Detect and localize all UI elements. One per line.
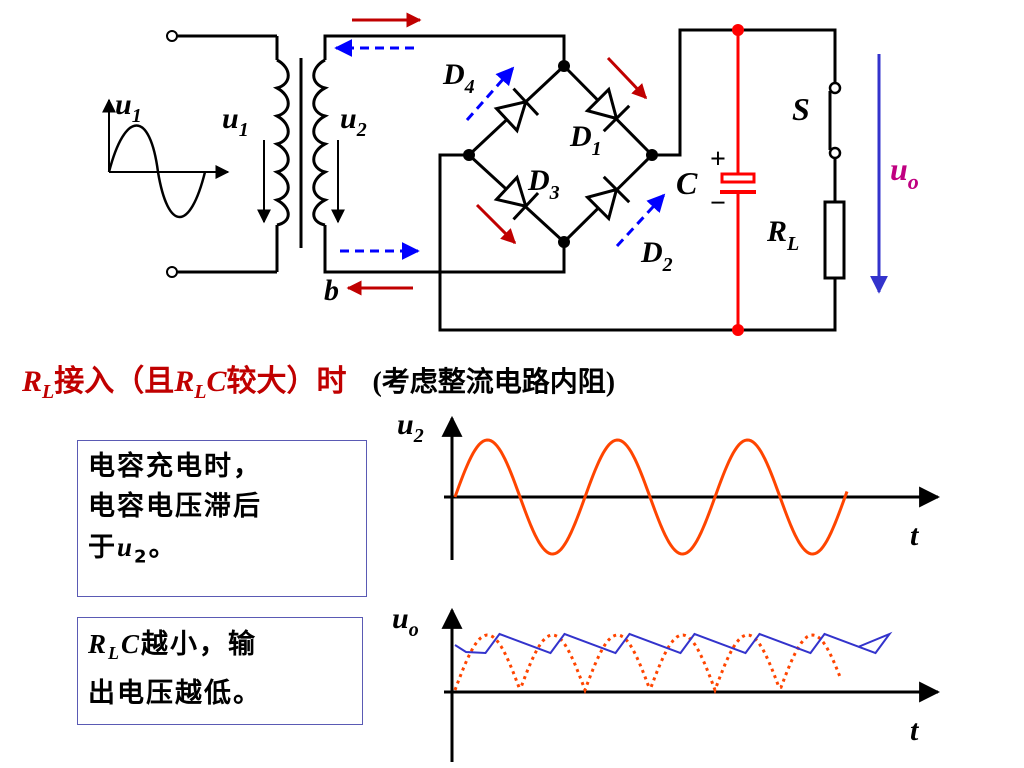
u2-waveform	[453, 438, 849, 556]
bridge-wiring	[323, 28, 837, 332]
b-label: b	[324, 274, 339, 307]
input-sine-icon	[102, 98, 230, 218]
diode-d1	[584, 86, 631, 133]
u2-graph-x-label: t	[910, 519, 920, 552]
c-label: C	[676, 165, 698, 201]
d1-label: D1	[569, 120, 602, 160]
transformer	[272, 58, 330, 248]
plus-sign: +	[710, 144, 726, 175]
current-arrows-blue-dashed	[334, 39, 666, 260]
diode-d2	[584, 175, 631, 222]
switch-label: S	[792, 91, 810, 127]
u1-primary-label: u1	[222, 102, 249, 141]
explanation-box-rc: RLC越小，输 出电压越低。	[77, 617, 363, 725]
current-arrows-red	[346, 12, 648, 296]
rectified-waveform	[453, 633, 843, 695]
load-resistor	[823, 200, 846, 280]
primary-wiring	[166, 30, 279, 278]
minus-sign: −	[710, 188, 726, 219]
diode-d3	[493, 174, 540, 221]
u2-graph-y-label: u2	[397, 408, 424, 447]
rl-label: RL	[766, 215, 799, 255]
d2-label: D2	[640, 236, 673, 276]
diode-d4	[493, 87, 540, 134]
uo-output-waveform	[454, 631, 893, 655]
d3-label: D3	[527, 164, 560, 204]
switch-s	[828, 81, 842, 160]
capacitor	[720, 24, 756, 336]
graph-u2	[441, 415, 941, 560]
u1-axis-label: u1	[115, 88, 142, 127]
graph-uo	[441, 607, 941, 762]
heading-note: (考虑整流电路内阻)	[372, 367, 616, 398]
bridge-nodes	[463, 60, 658, 248]
uo-label: uo	[890, 151, 919, 194]
explanation-box-charging: 电容充电时， 电容电压滞后 于u2。	[77, 440, 367, 597]
uo-graph-x-label: t	[910, 714, 920, 747]
u2-secondary-label: u2	[340, 102, 367, 141]
uo-graph-y-label: uo	[392, 602, 419, 641]
d4-label: D4	[442, 58, 475, 98]
section-heading: RL接入（且RLC较大）时(考虑整流电路内阻)	[22, 365, 616, 403]
